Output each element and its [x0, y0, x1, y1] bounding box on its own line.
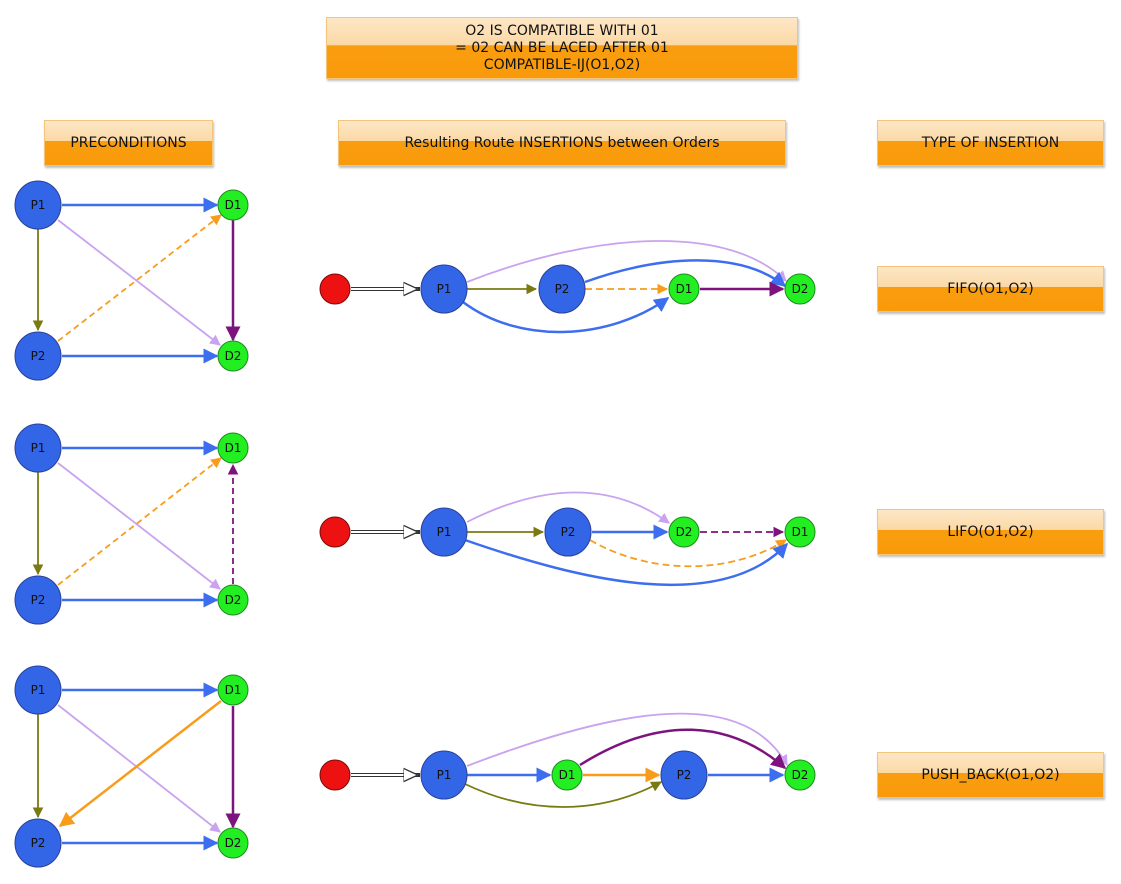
svg-text:D2: D2	[225, 593, 242, 607]
edge-p1-d2	[466, 240, 787, 283]
svg-text:D2: D2	[676, 525, 693, 539]
route-graph-fifo: P1 P2 D1 D2	[319, 240, 816, 334]
node-p1: P1	[420, 264, 468, 314]
node-d1: D1	[668, 273, 700, 305]
edge-p2-d1	[57, 457, 222, 586]
svg-text:P2: P2	[31, 593, 46, 607]
route-graph-lifo: P1 P2 D2 D1	[319, 491, 816, 587]
svg-text:P1: P1	[31, 198, 46, 212]
node-p2: P2	[660, 750, 708, 800]
node-d1: D1	[217, 189, 249, 221]
insertion-type-lifo: LIFO(O1,O2)	[877, 509, 1104, 555]
precondition-graph-fifo: P1 P2 D1 D2	[14, 180, 249, 381]
header-type-of-insertion: TYPE OF INSERTION	[877, 120, 1104, 166]
node-p1: P1	[420, 750, 468, 800]
svg-text:D1: D1	[559, 768, 576, 782]
svg-text:P2: P2	[561, 525, 576, 539]
svg-text:D2: D2	[792, 282, 809, 296]
svg-text:P1: P1	[437, 768, 452, 782]
precondition-graph-push-back: P1 P2 D1 D2	[14, 665, 249, 868]
edge-p1-d2	[466, 491, 670, 524]
svg-text:P1: P1	[31, 441, 46, 455]
node-p1: P1	[420, 507, 468, 557]
start-node	[319, 516, 351, 548]
node-d2: D2	[217, 827, 249, 859]
svg-text:D2: D2	[225, 836, 242, 850]
svg-text:D2: D2	[225, 349, 242, 363]
node-d1: D1	[784, 516, 816, 548]
title-line-3: COMPATIBLE-IJ(O1,O2)	[483, 56, 641, 73]
edge-p2-d1	[589, 539, 787, 568]
node-d2: D2	[784, 759, 816, 791]
edge-p2-d1	[57, 214, 222, 342]
edge-p1-d2	[57, 704, 221, 833]
node-d2: D2	[668, 516, 700, 548]
node-p2: P2	[544, 507, 592, 557]
edge-p1-d2	[57, 219, 221, 346]
svg-text:D1: D1	[225, 198, 242, 212]
svg-text:D1: D1	[676, 282, 693, 296]
node-p2: P2	[14, 575, 62, 625]
edge-p1-d2	[57, 462, 221, 590]
edge-p1-d1	[464, 538, 789, 587]
title-banner: O2 IS COMPATIBLE WITH 01 = 02 CAN BE LAC…	[326, 17, 798, 79]
edge-d1-d2	[579, 728, 787, 769]
svg-text:D2: D2	[792, 768, 809, 782]
svg-text:D1: D1	[792, 525, 809, 539]
edge-p1-d1	[462, 296, 670, 334]
edge-d1-p2	[58, 700, 222, 827]
svg-text:P2: P2	[31, 349, 46, 363]
edge-p2-d2	[584, 259, 787, 287]
node-p2: P2	[14, 818, 62, 868]
title-line-2: = 02 CAN BE LACED AFTER 01	[455, 39, 669, 56]
route-graph-push-back: P1 D1 P2 D2	[319, 712, 816, 808]
svg-text:P1: P1	[437, 525, 452, 539]
svg-text:P2: P2	[31, 836, 46, 850]
svg-text:P1: P1	[31, 683, 46, 697]
node-d1: D1	[551, 759, 583, 791]
start-node	[319, 759, 351, 791]
precondition-graph-lifo: P1 P2 D1 D2	[14, 423, 249, 625]
node-p1: P1	[14, 180, 62, 230]
svg-text:P1: P1	[437, 282, 452, 296]
node-p1: P1	[14, 423, 62, 473]
insertion-type-push-back: PUSH_BACK(O1,O2)	[877, 752, 1104, 798]
node-d1: D1	[217, 432, 249, 464]
svg-text:D1: D1	[225, 683, 242, 697]
edge-p1-d2	[466, 712, 788, 767]
insertion-type-fifo: FIFO(O1,O2)	[877, 266, 1104, 312]
node-p2: P2	[14, 331, 62, 381]
header-insertions: Resulting Route INSERTIONS between Order…	[338, 120, 786, 166]
node-p2: P2	[538, 264, 586, 314]
title-line-1: O2 IS COMPATIBLE WITH 01	[465, 22, 659, 39]
node-d2: D2	[784, 273, 816, 305]
svg-text:D1: D1	[225, 441, 242, 455]
svg-text:P2: P2	[677, 768, 692, 782]
svg-text:P2: P2	[555, 282, 570, 296]
start-node	[319, 273, 351, 305]
node-p1: P1	[14, 665, 62, 715]
edge-p1-p2	[464, 781, 662, 808]
node-d1: D1	[217, 674, 249, 706]
header-preconditions: PRECONDITIONS	[44, 120, 213, 166]
node-d2: D2	[217, 340, 249, 372]
node-d2: D2	[217, 584, 249, 616]
